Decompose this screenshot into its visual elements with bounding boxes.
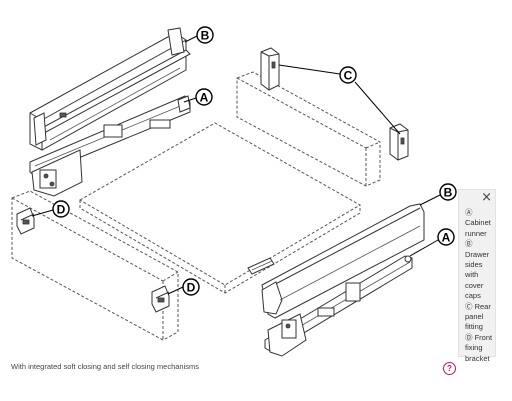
- callout-c: C: [339, 66, 357, 84]
- svg-text:B: B: [444, 186, 453, 200]
- legend-item-cabinet-runner: Ⓐ Cabinet runner: [465, 208, 491, 238]
- callout-d-left: D: [52, 200, 70, 218]
- front-fixing-bracket-left: [16, 207, 35, 235]
- cabinet-runner-left: [29, 95, 191, 197]
- svg-text:B: B: [201, 29, 210, 43]
- svg-text:D: D: [187, 281, 196, 295]
- leader-c-bottom: [354, 81, 401, 135]
- rear-panel-fitting-bottom: [389, 123, 409, 161]
- callout-a-upper: A: [195, 88, 213, 106]
- svg-text:D: D: [57, 203, 66, 217]
- callout-a-lower: A: [437, 228, 455, 246]
- leader-c-top: [278, 64, 341, 75]
- drawer-front-panel: [11, 190, 179, 341]
- callout-d-right: D: [182, 278, 200, 296]
- callout-b-lower: B: [439, 183, 457, 201]
- legend-panel: × Ⓐ Cabinet runner Ⓑ Drawer sides with c…: [458, 189, 496, 363]
- svg-text:A: A: [442, 231, 451, 245]
- front-fixing-bracket-right: [151, 285, 170, 313]
- rear-panel-fitting-top: [260, 47, 280, 91]
- svg-text:A: A: [200, 91, 209, 105]
- svg-text:C: C: [344, 69, 353, 83]
- diagram-caption: With integrated soft closing and self cl…: [11, 362, 200, 371]
- help-icon[interactable]: ?: [443, 362, 456, 375]
- rear-clip: [247, 257, 275, 275]
- legend-item-drawer-sides: Ⓑ Drawer sides with cover caps: [465, 239, 490, 301]
- callout-b-upper: B: [196, 26, 214, 44]
- leader-b-lower: [419, 194, 441, 206]
- drawer-side-right: [261, 203, 425, 319]
- cabinet-runner-right: [264, 255, 413, 357]
- legend-item-rear-panel-fitting: Ⓒ Rear panel fitting: [465, 301, 491, 332]
- legend-item-front-fixing-bracket: Ⓓ Front fixing bracket: [465, 332, 493, 363]
- close-icon[interactable]: ×: [481, 190, 492, 205]
- legend-list: Ⓐ Cabinet runner Ⓑ Drawer sides with cov…: [465, 208, 494, 364]
- drawer-side-left: [29, 27, 191, 151]
- drawer-rear-panel: [236, 71, 381, 187]
- leader-d-left: [31, 209, 54, 217]
- drawer-bottom-panel: [79, 122, 361, 294]
- leader-d-right: [167, 286, 184, 295]
- leader-a-upper: [183, 97, 197, 103]
- leader-a-lower: [409, 239, 439, 257]
- leader-b-upper: [184, 35, 198, 43]
